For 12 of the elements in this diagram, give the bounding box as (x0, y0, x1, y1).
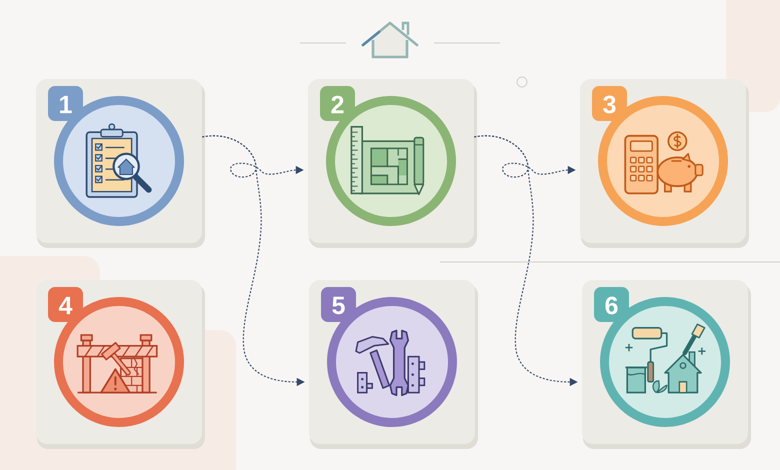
step-card (36, 280, 205, 449)
number-badge: 3 (592, 86, 627, 121)
step-card (36, 79, 205, 248)
step-card (582, 280, 751, 449)
number-badge: 1 (48, 86, 83, 121)
number-badge: 2 (320, 86, 355, 121)
step-card (580, 79, 749, 248)
step-card (308, 79, 477, 248)
number-badge: 6 (594, 287, 629, 322)
number-badge: 5 (321, 287, 356, 322)
step-card (309, 280, 478, 449)
number-badge: 4 (48, 287, 83, 322)
